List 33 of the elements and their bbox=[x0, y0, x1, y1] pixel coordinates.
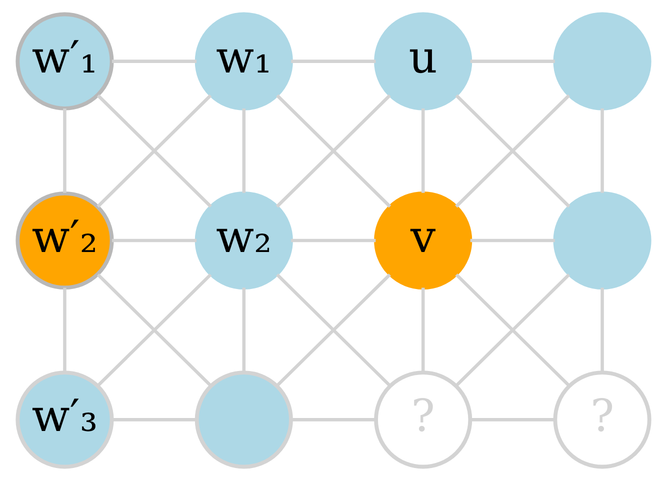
connector bbox=[291, 418, 376, 421]
connector bbox=[96, 94, 212, 208]
node-circle: w′₁ bbox=[16, 12, 114, 110]
node-circle: ? bbox=[374, 370, 472, 468]
node-circle: w₁ bbox=[194, 12, 293, 110]
connector bbox=[112, 59, 196, 62]
connector bbox=[242, 108, 246, 192]
connector bbox=[112, 418, 196, 421]
node-circle: w₂ bbox=[194, 190, 293, 290]
connector bbox=[455, 272, 570, 386]
connector bbox=[470, 418, 555, 421]
connector bbox=[291, 238, 376, 242]
connector bbox=[600, 108, 604, 192]
connector bbox=[470, 59, 555, 62]
node-circle bbox=[194, 370, 293, 468]
connector bbox=[455, 94, 570, 208]
node-circle: ? bbox=[553, 370, 652, 468]
connector bbox=[600, 287, 604, 372]
node-circle: u bbox=[374, 12, 472, 110]
node-circle: w′₃ bbox=[16, 370, 114, 468]
connector bbox=[96, 272, 212, 386]
connector bbox=[242, 287, 246, 372]
connector bbox=[421, 108, 425, 192]
connector bbox=[112, 238, 196, 242]
node-circle bbox=[553, 12, 652, 110]
node-circle: w′₂ bbox=[16, 190, 114, 290]
node-circle: v bbox=[374, 190, 472, 290]
connector bbox=[421, 287, 425, 372]
connector bbox=[470, 238, 555, 242]
node-circle bbox=[553, 190, 652, 290]
connector bbox=[63, 108, 66, 192]
connector bbox=[291, 59, 376, 62]
connector bbox=[63, 287, 66, 372]
